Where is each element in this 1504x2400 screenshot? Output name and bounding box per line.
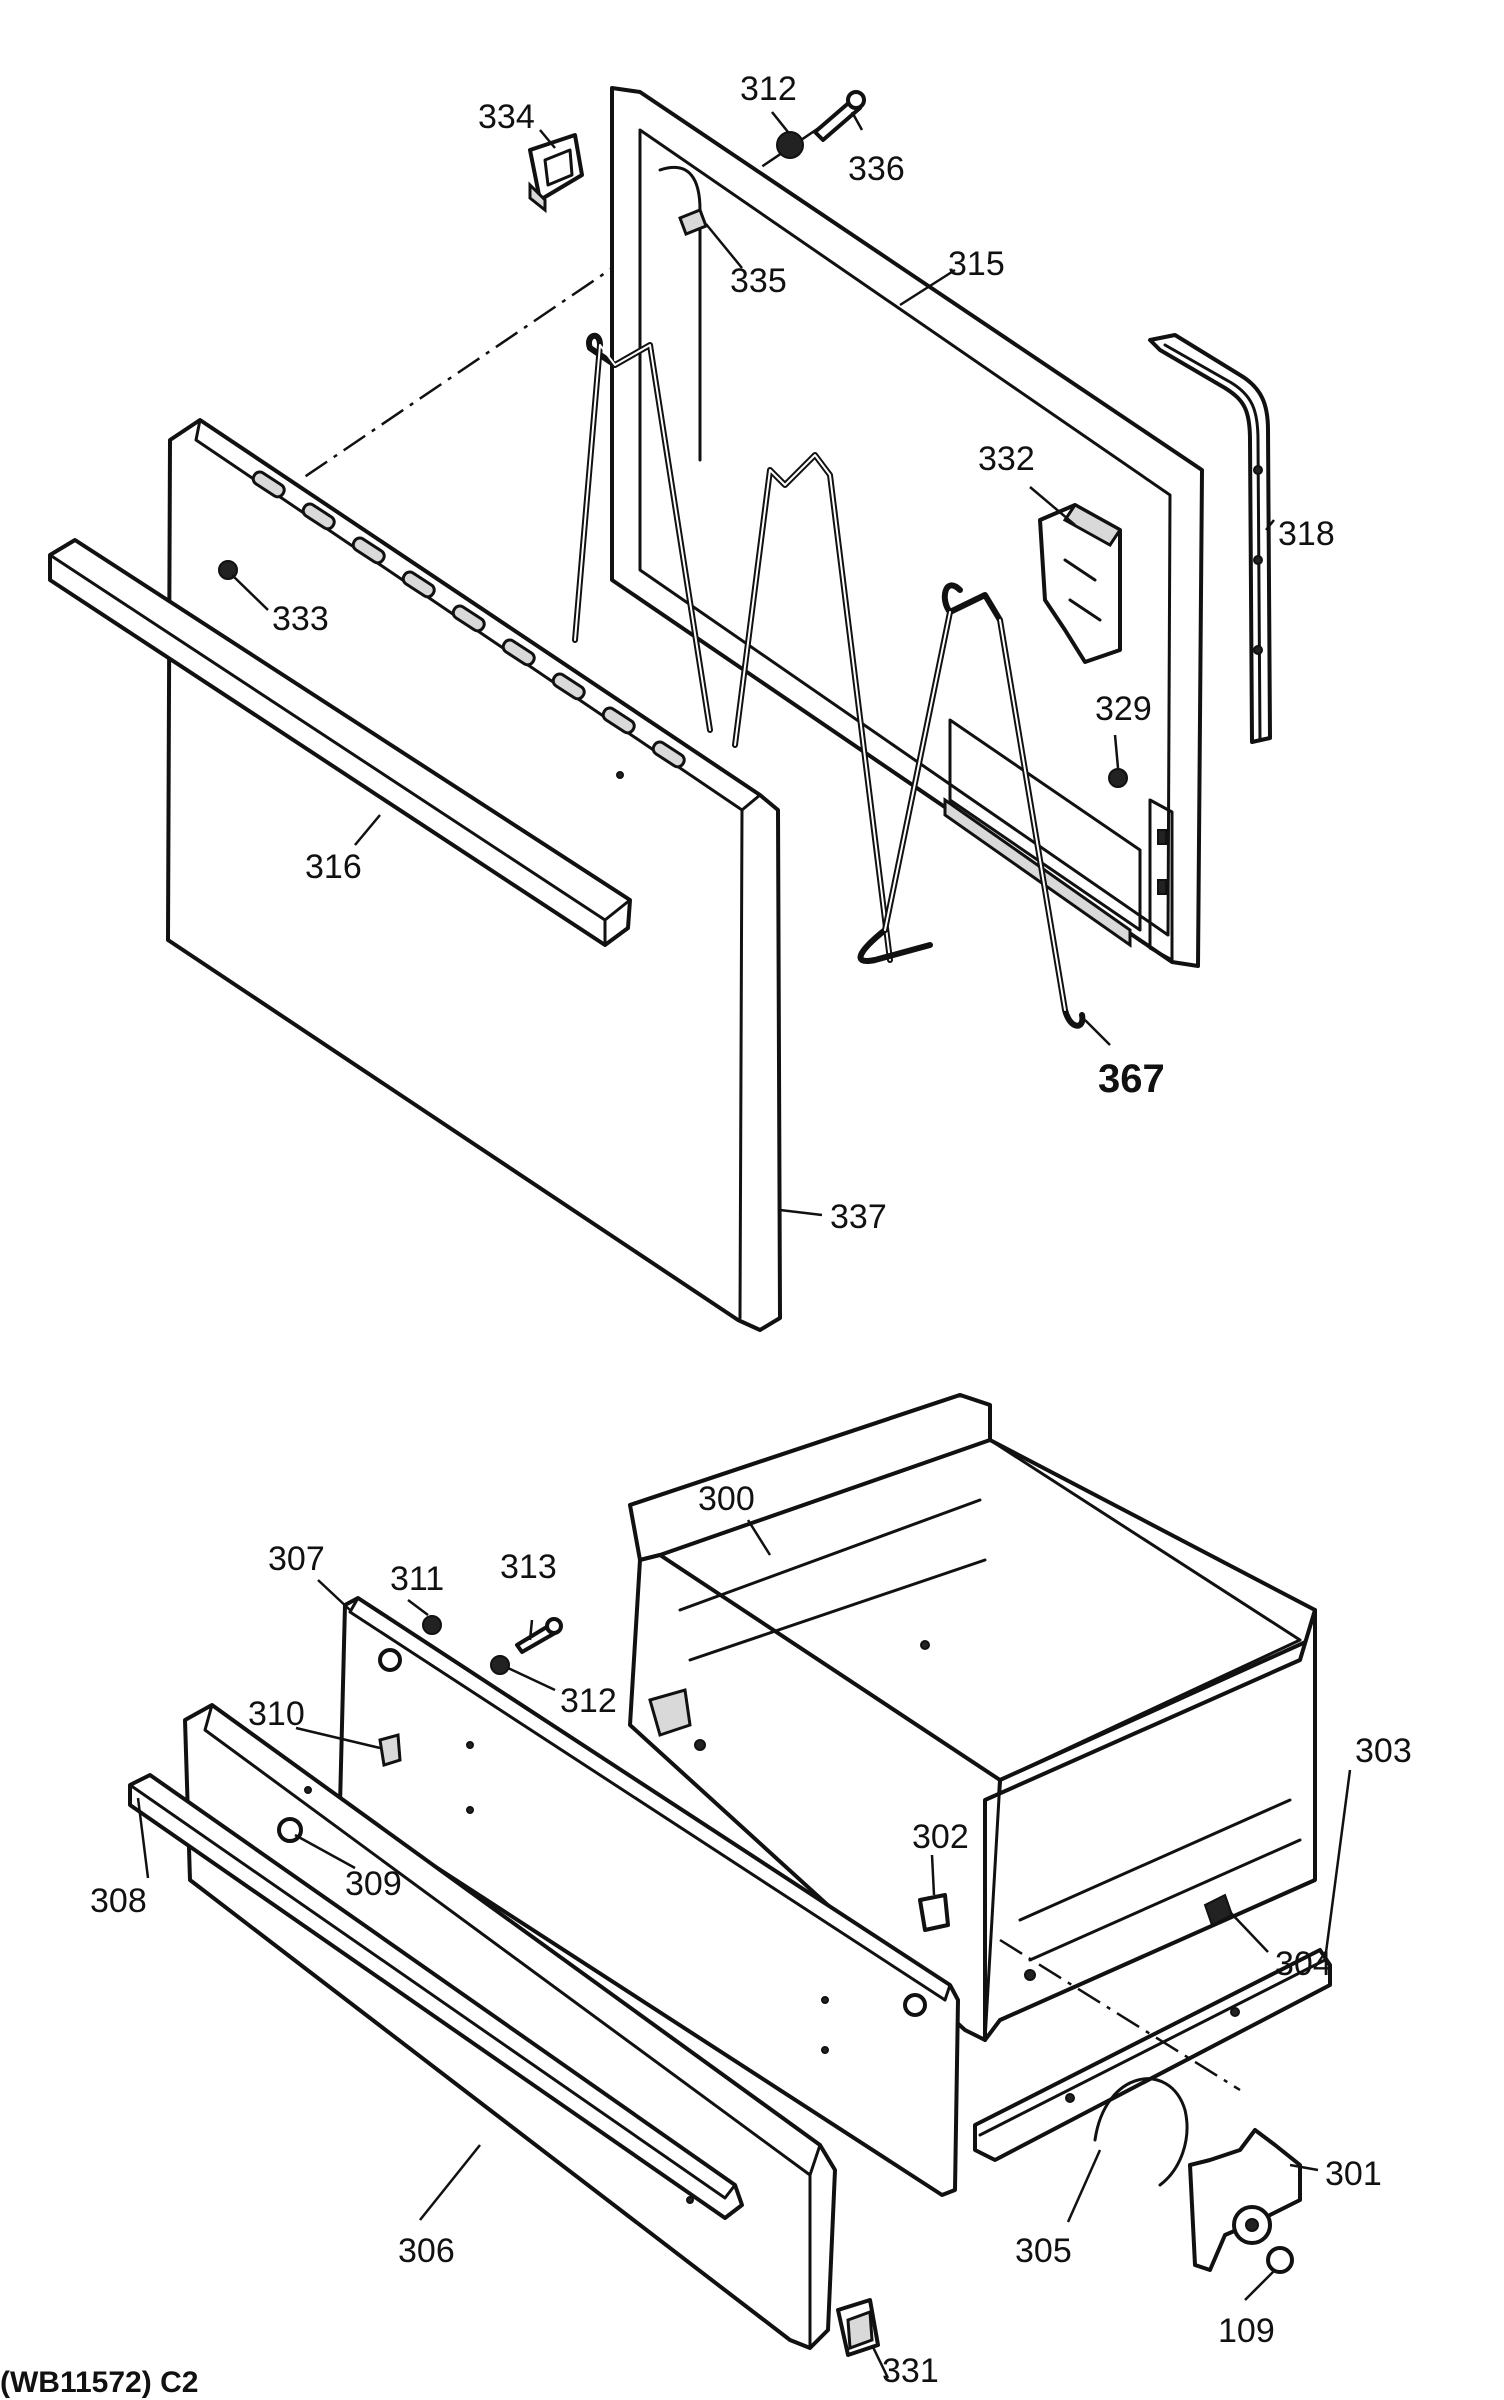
callout-300: 300 xyxy=(698,1480,755,1518)
diagram-caption: (WB11572) C2 xyxy=(0,2366,198,2399)
oven-rack-middle xyxy=(732,452,893,963)
callout-109: 109 xyxy=(1218,2312,1275,2350)
callout-302: 302 xyxy=(912,1818,969,1856)
bolt-313 xyxy=(515,1617,563,1654)
nut-311 xyxy=(422,1615,442,1635)
nut-lower xyxy=(490,1655,510,1675)
callout-334: 334 xyxy=(478,98,535,136)
outer-door-panel xyxy=(166,418,782,1332)
callout-303: 303 xyxy=(1355,1732,1412,1770)
callout-367: 367 xyxy=(1098,1057,1165,1101)
callout-318: 318 xyxy=(1278,515,1335,553)
nut-top xyxy=(776,131,804,159)
callout-309: 309 xyxy=(345,1865,402,1903)
assembly-centerline-door xyxy=(299,98,861,482)
insulation-block xyxy=(1038,503,1123,664)
callout-316: 316 xyxy=(305,848,362,886)
drawer-stud xyxy=(918,1893,950,1932)
callout-332: 332 xyxy=(978,440,1035,478)
liner-bracket xyxy=(678,208,708,236)
oven-rack-right xyxy=(857,582,1086,1029)
oven-rack-left xyxy=(572,332,713,733)
callout-310: 310 xyxy=(248,1695,305,1733)
drawer-handle xyxy=(128,1773,744,2220)
screw-109 xyxy=(1266,2246,1294,2274)
drawer-bracket xyxy=(1188,2128,1302,2272)
callout-329: 329 xyxy=(1095,690,1152,728)
inner-door-liner xyxy=(610,86,1204,968)
callout-306: 306 xyxy=(398,2232,455,2270)
door-handle xyxy=(48,538,632,947)
spring-clip xyxy=(1093,2077,1189,2187)
callout-305: 305 xyxy=(1015,2232,1072,2270)
callout-307: 307 xyxy=(268,1540,325,1578)
callout-315: 315 xyxy=(948,245,1005,283)
callout-336: 336 xyxy=(848,150,905,188)
drawer-slide-rail xyxy=(973,1948,1332,2162)
callout-331: 331 xyxy=(882,2352,939,2390)
leader-lines xyxy=(136,111,1352,2379)
screw-329 xyxy=(1108,768,1128,788)
callout-333: 333 xyxy=(272,600,329,638)
door-clip xyxy=(528,133,584,214)
callout-313: 313 xyxy=(500,1548,557,1586)
callout-311: 311 xyxy=(390,1560,444,1598)
callout-337: 337 xyxy=(830,1198,887,1236)
callout-301: 301 xyxy=(1325,2155,1382,2193)
callout-308: 308 xyxy=(90,1882,147,1920)
callout-312-top: 312 xyxy=(740,70,797,108)
assembly-centerline-drawer xyxy=(999,1938,1241,2092)
drawer-clip xyxy=(378,1733,402,1767)
drawer-body xyxy=(628,1393,1317,2042)
callout-304: 304 xyxy=(1275,1945,1332,1983)
callout-312-bottom: 312 xyxy=(560,1682,617,1720)
screw-top xyxy=(813,90,866,142)
door-gasket xyxy=(1148,333,1272,744)
callout-335: 335 xyxy=(730,262,787,300)
drawer-rear-bracket xyxy=(836,2298,880,2357)
